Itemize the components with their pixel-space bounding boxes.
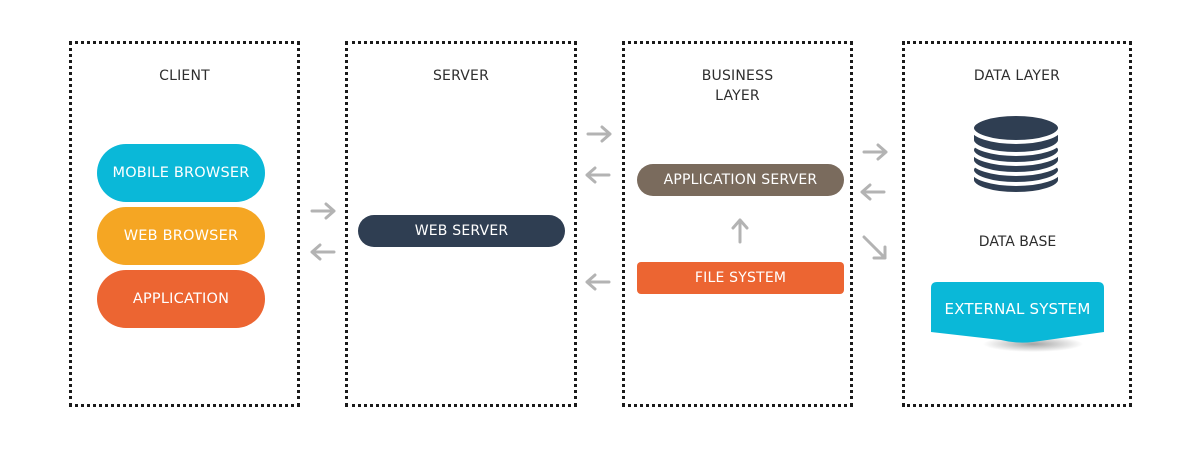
application-server-node: APPLICATION SERVER bbox=[637, 164, 844, 196]
arrow-icon bbox=[310, 202, 338, 220]
file-system-node: FILE SYSTEM bbox=[637, 262, 844, 294]
arrow-icon bbox=[308, 243, 336, 261]
arrow-icon bbox=[583, 166, 611, 184]
mobile-browser-node: MOBILE BROWSER bbox=[97, 144, 265, 202]
client-title: CLIENT bbox=[159, 68, 210, 84]
data-layer-title: DATA LAYER bbox=[973, 68, 1061, 84]
arrow-icon bbox=[858, 183, 886, 201]
arrow-icon bbox=[586, 125, 614, 143]
external-system-label: EXTERNAL SYSTEM bbox=[944, 300, 1091, 318]
arrow-up-icon bbox=[729, 216, 751, 244]
business-layer-title: BUSINESS LAYER bbox=[701, 68, 774, 104]
arrow-icon bbox=[862, 143, 890, 161]
client-panel: CLIENT bbox=[69, 41, 300, 407]
database-icon bbox=[970, 112, 1062, 196]
database-label: DATA BASE bbox=[978, 234, 1057, 250]
arrow-icon bbox=[583, 273, 611, 291]
server-title: SERVER bbox=[432, 68, 490, 84]
application-node: APPLICATION bbox=[97, 270, 265, 328]
web-browser-node: WEB BROWSER bbox=[97, 207, 265, 265]
web-server-node: WEB SERVER bbox=[358, 215, 565, 247]
data-layer-panel: DATA LAYER bbox=[902, 41, 1132, 407]
arrow-diagonal-icon bbox=[861, 234, 889, 262]
external-system-node: EXTERNAL SYSTEM bbox=[931, 282, 1104, 352]
business-layer-panel: BUSINESS LAYER bbox=[622, 41, 853, 407]
server-panel: SERVER bbox=[345, 41, 577, 407]
